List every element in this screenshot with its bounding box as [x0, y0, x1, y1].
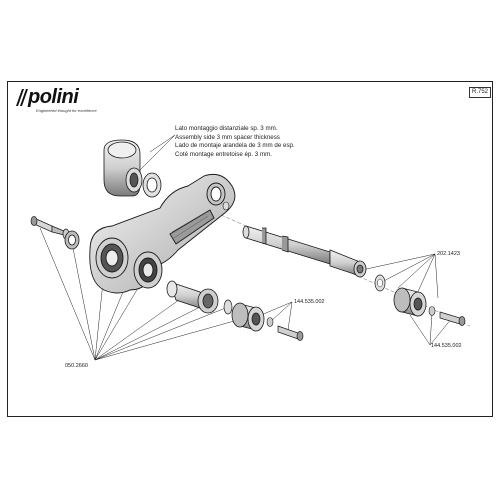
callout-right-top: 202.1423 [437, 251, 460, 257]
callout-right-bottom: 144.535.002 [431, 343, 462, 349]
lower-small-washer [266, 317, 274, 327]
right-small-washer [428, 306, 436, 316]
sleeve-washer [142, 172, 162, 198]
logo-stripes-icon [16, 89, 28, 106]
right-washer-1-hole [377, 278, 383, 288]
left-spacer [64, 230, 80, 250]
note-line-it: Lato montaggio distanziale sp. 3 mm. [175, 125, 278, 132]
note-line-en: Assembly side 3 mm spacer thickness [175, 133, 280, 141]
sheet-code: R.752 [469, 87, 492, 98]
top-sleeve [103, 139, 143, 197]
linkage-arm [89, 173, 236, 294]
right-spacer [393, 287, 427, 317]
note-line-es: Lado de montaje arandela de 3 mm de esp. [175, 142, 295, 150]
callout-mid-right: 144.535.002 [294, 299, 325, 305]
lower-bolt [277, 325, 304, 341]
assembly-axis [209, 209, 471, 327]
right-bolt [439, 311, 466, 326]
lower-spacer [231, 302, 265, 332]
polini-logo: polini Engineered thought for excellence [14, 86, 104, 126]
lower-bushing [166, 280, 219, 314]
logo-wordmark: polini [28, 86, 79, 108]
lower-washer [223, 299, 233, 315]
callout-left-bottom: 050.2660 [65, 363, 88, 369]
left-bolt [30, 216, 65, 236]
note-line-fr: Coté montage entretoise ép. 3 mm. [175, 150, 272, 158]
assembly-note: Lato montaggio distanziale sp. 3 mm. Ass… [175, 125, 295, 159]
arm-small-ring [222, 201, 230, 211]
long-shaft [242, 225, 367, 278]
drawing-frame [7, 81, 493, 417]
logo-tagline: Engineered thought for excellence [36, 108, 97, 113]
